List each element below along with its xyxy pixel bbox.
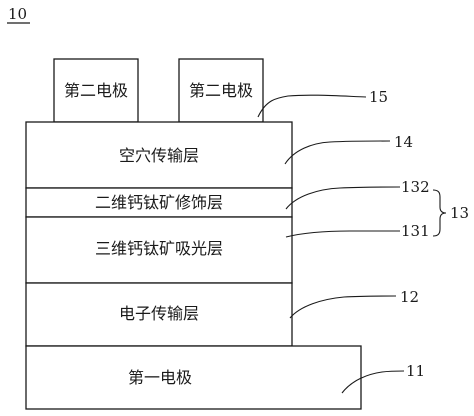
first-electrode-label: 第一电极 — [128, 368, 192, 387]
second-electrode-left-label: 第二电极 — [64, 81, 128, 100]
leader-line-132 — [285, 186, 401, 210]
perovskite-3d-layer-label: 三维钙钛矿吸光层 — [95, 239, 223, 258]
first-electrode: 第一电极 — [25, 345, 362, 410]
electron-transport-layer: 电子传输层 — [25, 282, 293, 347]
leader-line-15 — [257, 94, 367, 118]
leader-line-14 — [284, 140, 391, 165]
ref-12: 12 — [400, 288, 419, 306]
leader-line-11 — [341, 370, 405, 394]
ref-14: 14 — [394, 133, 413, 151]
leader-line-12 — [289, 295, 397, 319]
ref-131: 131 — [401, 222, 430, 240]
perovskite-2d-layer-label: 二维钙钛矿修饰层 — [95, 193, 223, 212]
second-electrode-right: 第二电极 — [178, 58, 264, 123]
second-electrode-right-label: 第二电极 — [189, 81, 253, 100]
perovskite-2d-layer: 二维钙钛矿修饰层 — [25, 187, 293, 218]
group-brace — [432, 189, 447, 237]
hole-transport-layer-label: 空穴传输层 — [119, 146, 199, 165]
perovskite-3d-layer: 三维钙钛矿吸光层 — [25, 216, 293, 284]
ref-15: 15 — [369, 88, 388, 106]
leader-line-131 — [285, 230, 400, 238]
electron-transport-layer-label: 电子传输层 — [119, 304, 199, 323]
ref-13: 13 — [450, 204, 469, 222]
ref-132: 132 — [401, 178, 430, 196]
second-electrode-left: 第二电极 — [53, 58, 139, 123]
ref-11: 11 — [406, 362, 425, 380]
hole-transport-layer: 空穴传输层 — [25, 121, 293, 189]
figure-number: 10 — [8, 5, 27, 23]
